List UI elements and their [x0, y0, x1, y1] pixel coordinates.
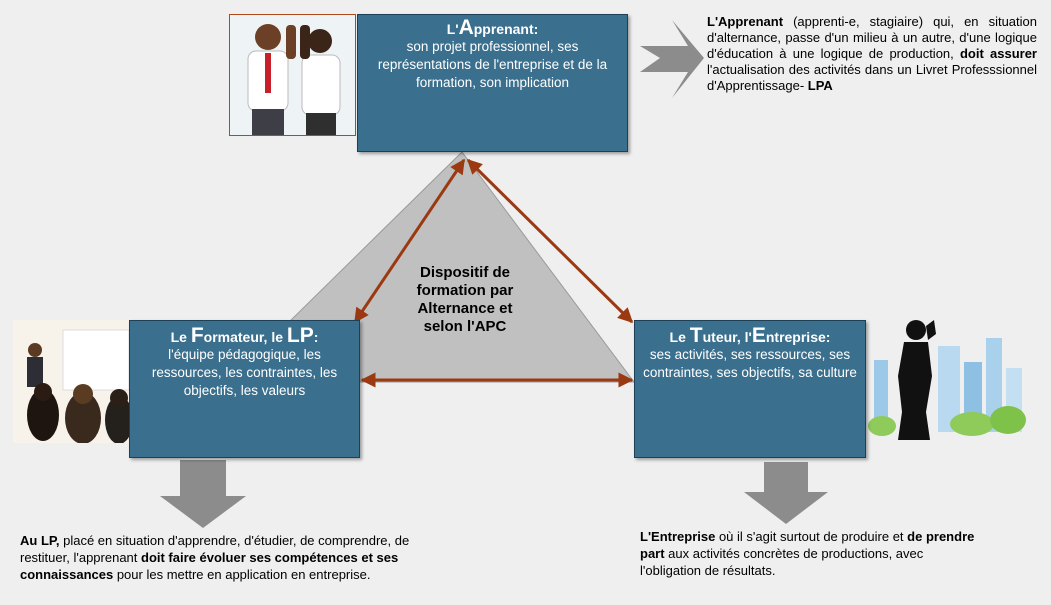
center-label-line: Alternance et — [417, 300, 513, 317]
formateur-title-part: ormateur, le — [203, 329, 287, 345]
apprenant-title: L'Apprenant: — [358, 16, 627, 39]
apprenant-title-initial: A — [458, 16, 474, 39]
note-apprenant-bold: LPA — [807, 78, 833, 93]
note-lp-bold: Au LP, — [20, 533, 60, 548]
formateur-title-part: : — [313, 329, 319, 345]
formateur-body: l'équipe pédagogique, les ressources, le… — [151, 347, 338, 398]
tuteur-box: Le Tuteur, l'Entreprise: ses activités, … — [634, 320, 866, 458]
note-apprenant-bold: doit assurer — [959, 46, 1037, 61]
arrow-apprenant-formateur — [353, 158, 466, 324]
chevron-right-shape — [640, 20, 704, 98]
note-apprenant-text: (apprenti-e, stagiaire) qui, en situatio… — [707, 14, 1037, 61]
center-label: Dispositif de formation par Alternance e… — [400, 264, 530, 336]
note-lp-text: placé en situation d'apprendre, d'étudie… — [20, 533, 410, 565]
center-label-line: formation par — [416, 282, 514, 299]
note-entreprise-text: aux activités concrètes de productions, … — [640, 546, 924, 578]
formateur-box: Le Formateur, le LP: l'équipe pédagogiqu… — [129, 320, 360, 458]
high-five-photo — [229, 14, 356, 136]
note-lp-bold: doit faire évoluer ses compétences et se… — [20, 550, 399, 582]
apprenant-title-rest: pprenant: — [473, 21, 539, 37]
tuteur-title-part: uteur, l' — [702, 329, 752, 345]
arrow-apprenant-tuteur — [466, 158, 634, 324]
note-entreprise: L'Entreprise où il s'agit surtout de pro… — [640, 528, 985, 579]
apprenant-body: son projet professionnel, ses représenta… — [377, 39, 608, 90]
formateur-title: Le Formateur, le LP: — [130, 324, 359, 347]
down-arrow-entreprise — [744, 462, 828, 524]
tuteur-title-initial-e: E — [751, 324, 766, 347]
tuteur-title: Le Tuteur, l'Entreprise: — [635, 324, 865, 347]
note-apprenant: L'Apprenant (apprenti-e, stagiaire) qui,… — [707, 14, 1037, 94]
tuteur-title-initial: T — [689, 324, 703, 347]
note-lp: Au LP, placé en situation d'apprendre, d… — [20, 532, 430, 583]
businesswoman-photo — [868, 316, 1028, 440]
center-label-line: selon l'APC — [423, 318, 507, 335]
formateur-title-part: Le — [170, 329, 191, 345]
tuteur-title-part: Le — [669, 329, 690, 345]
tuteur-title-part: ntreprise: — [765, 329, 831, 345]
formateur-title-lp: LP — [286, 324, 314, 347]
note-lp-text: pour les mettre en application en entrep… — [113, 567, 371, 582]
note-entreprise-bold: de prendre part — [640, 529, 975, 561]
note-apprenant-text: l'actualisation des activités dans un Li… — [707, 62, 1037, 93]
down-arrow-lp — [160, 460, 246, 528]
note-entreprise-bold: L'Entreprise — [640, 529, 716, 544]
apprenant-title-prefix: L' — [446, 21, 459, 37]
note-entreprise-text: où il s'agit surtout de produire et — [715, 529, 908, 544]
classroom-photo — [13, 320, 131, 443]
apprenant-box: L'Apprenant: son projet professionnel, s… — [357, 14, 628, 152]
note-apprenant-bold: L'Apprenant — [707, 14, 784, 29]
formateur-title-initial: F — [190, 324, 204, 347]
center-label-line: Dispositif de — [419, 264, 510, 281]
tuteur-body: ses activités, ses ressources, ses contr… — [643, 347, 857, 380]
